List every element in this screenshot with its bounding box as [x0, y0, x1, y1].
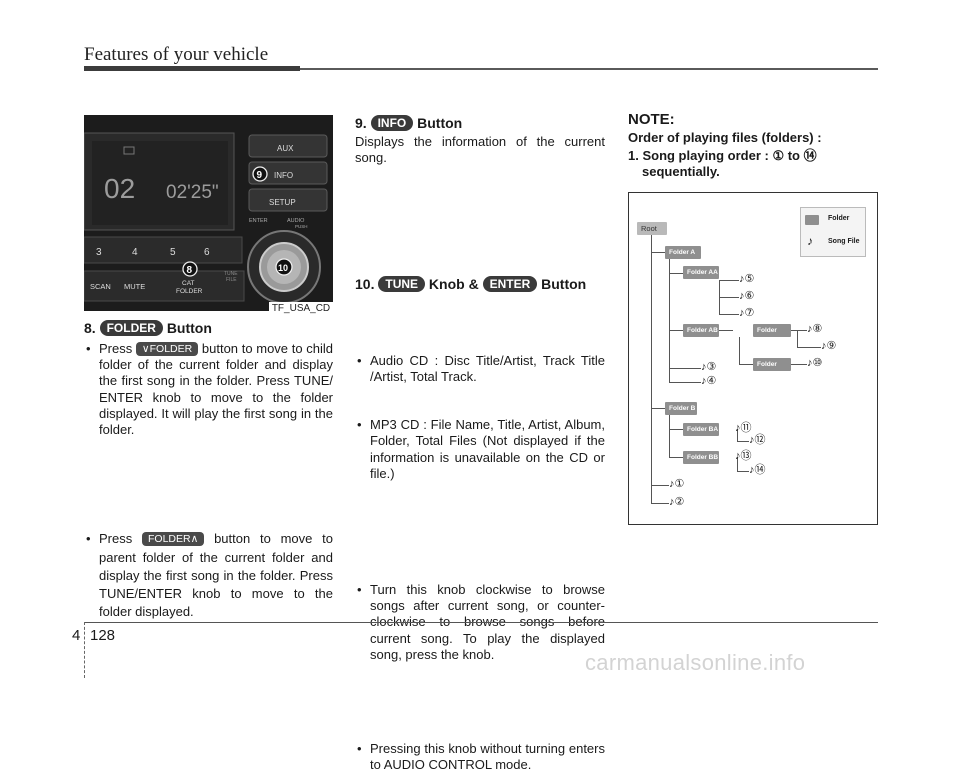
page-number: 128	[90, 627, 116, 644]
chapter-number: 4	[72, 627, 81, 644]
cat-label: CAT	[182, 280, 195, 287]
note-item: 1. Song playing order : ① to ⑭ sequentia…	[628, 148, 817, 179]
folder-ba: Folder BA	[683, 423, 719, 436]
note-subheading: Order of playing files (folders) :	[628, 130, 822, 145]
song-2: ♪②	[669, 496, 685, 508]
radio-illustration: 02 02'25" AUX INFO SETUP ENTER AUDIO PUS…	[84, 115, 333, 311]
song-5: ♪⑤	[739, 273, 755, 285]
radio-screen-time: 02'25"	[166, 182, 219, 203]
song-8: ♪⑧	[807, 323, 823, 335]
section-9-number: 9.	[355, 115, 367, 131]
section-9-heading: 9. INFO Button	[355, 115, 605, 131]
section-8-heading: 8. FOLDER Button	[84, 320, 334, 336]
song-11: ♪⑪	[735, 422, 752, 434]
folder-b: Folder B	[665, 402, 697, 415]
section-10-knob-and: Knob &	[428, 276, 479, 292]
tune-badge: TUNE	[378, 276, 426, 292]
legend-folder-label: Folder	[828, 215, 850, 222]
section-8-title: Button	[166, 320, 212, 336]
preset-3-label: 3	[96, 247, 102, 258]
folder-ab: Folder AB	[683, 324, 719, 337]
diagram-legend: Folder ♪ Song File	[800, 207, 866, 257]
header-rule-thin	[300, 68, 878, 70]
song-14: ♪⑭	[749, 464, 766, 476]
section-8-bullet-1-text: button to move to child folder of the cu…	[99, 341, 333, 438]
callout-8: 8	[187, 265, 193, 276]
section-10-heading: 10. TUNE Knob & ENTER Button	[355, 276, 615, 292]
callout-9: 9	[257, 170, 263, 181]
song-1: ♪①	[669, 478, 685, 490]
section-9-bullet-1: Audio CD : Disc Title/Artist, Track Titl…	[355, 353, 605, 385]
radio-photo: 02 02'25" AUX INFO SETUP ENTER AUDIO PUS…	[84, 115, 333, 311]
folder-bb: Folder BB	[683, 451, 719, 464]
enter-badge: ENTER	[482, 276, 538, 292]
folder-aba: Folder ABA	[753, 324, 791, 347]
section-8-bullet-1: Press ∨FOLDER button to move to child fo…	[84, 341, 333, 438]
song-6: ♪⑥	[739, 290, 755, 302]
song-10: ♪⑩	[807, 357, 823, 369]
photo-caption: TF_USA_CD	[269, 302, 333, 316]
legend-folder-icon	[805, 215, 819, 225]
callout-10: 10	[278, 263, 288, 273]
section-10-bullet-2: Pressing this knob without turning enter…	[355, 741, 605, 773]
watermark: carmanualsonline.info	[585, 650, 806, 675]
section-10-title: Button	[541, 276, 587, 292]
audio-label: AUDIO	[287, 218, 305, 224]
song-7: ♪⑦	[739, 307, 755, 319]
folder-a: Folder A	[665, 246, 701, 259]
info-button-label: INFO	[274, 171, 293, 180]
enter-label: ENTER	[249, 218, 268, 224]
bullet-press-label: Press	[99, 341, 133, 356]
song-12: ♪⑫	[749, 434, 766, 446]
footer-rule	[84, 622, 878, 623]
page-header-title: Features of your vehicle	[84, 44, 269, 65]
section-8-bullet-2-text: button to move to parent folder of the c…	[99, 531, 333, 620]
folder-abb: Folder ABB	[753, 358, 791, 381]
song-4: ♪④	[701, 375, 717, 387]
folder-aa: Folder AA	[683, 266, 719, 279]
footer-divider	[84, 622, 85, 678]
folder-label: FOLDER	[176, 288, 203, 295]
folder-root: Root	[637, 222, 667, 235]
preset-4-label: 4	[132, 247, 138, 258]
mute-label: MUTE	[124, 282, 145, 291]
radio-screen-number: 02	[104, 173, 135, 204]
aux-button-label: AUX	[277, 144, 294, 153]
section-9-title: Button	[417, 115, 463, 131]
song-13: ♪⑬	[735, 450, 752, 462]
folder-tree-diagram: Folder ♪ Song File Root Folder A Folder …	[628, 192, 878, 525]
legend-song-icon: ♪	[807, 234, 813, 248]
section-8-number: 8.	[84, 320, 96, 336]
folder-down-badge: ∨FOLDER	[135, 342, 199, 356]
section-8-bullet-2: Press FOLDER∧ button to move to parent f…	[84, 530, 333, 621]
folder-up-badge: FOLDER∧	[142, 532, 205, 547]
header-rule-thick	[84, 66, 300, 71]
song-9: ♪⑨	[821, 340, 837, 352]
tune-label: TUNE	[224, 271, 238, 277]
file-label: FILE	[226, 277, 237, 283]
section-9-bullet-2: MP3 CD : File Name, Title, Artist, Album…	[355, 417, 605, 482]
preset-6-label: 6	[204, 247, 210, 258]
song-3: ♪③	[701, 361, 717, 373]
bullet-press-label: Press	[99, 531, 133, 547]
folder-badge: FOLDER	[99, 320, 163, 336]
section-10-number: 10.	[355, 276, 375, 292]
section-9-intro: Displays the information of the current …	[355, 134, 605, 166]
push-label: PUSH	[295, 224, 308, 229]
legend-song-label: Song File	[828, 238, 860, 245]
preset-5-label: 5	[170, 247, 176, 258]
info-badge: INFO	[370, 115, 414, 131]
scan-label: SCAN	[90, 282, 111, 291]
section-10-bullet-1: Turn this knob clockwise to browse songs…	[355, 582, 605, 663]
note-heading: NOTE:	[628, 111, 675, 128]
setup-button-label: SETUP	[269, 198, 296, 207]
